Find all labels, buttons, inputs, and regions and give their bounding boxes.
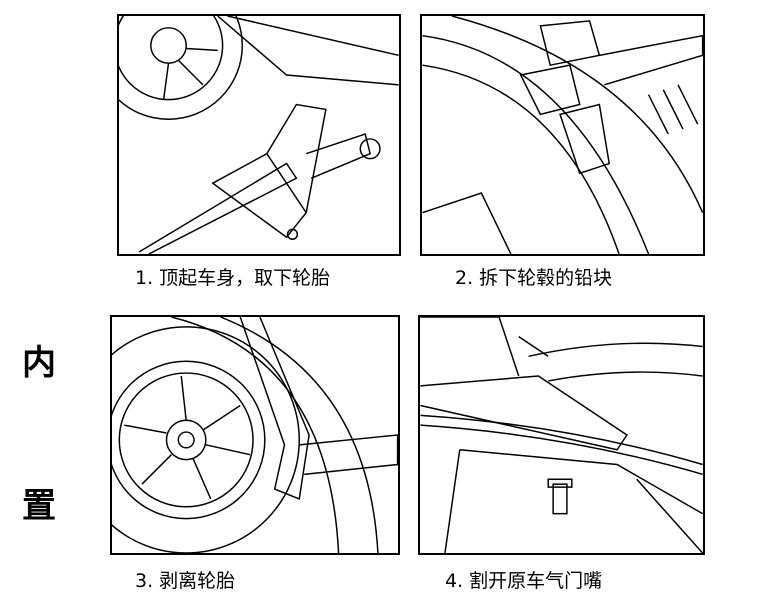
step-3-illustration — [110, 315, 400, 555]
step-2-caption: 2. 拆下轮毂的铅块 — [455, 267, 613, 289]
step-1-caption: 1. 顶起车身，取下轮胎 — [135, 267, 331, 289]
side-label-bottom: 置 — [22, 486, 56, 526]
step-4-caption: 4. 割开原车气门嘴 — [445, 570, 603, 592]
step-3-caption: 3. 剥离轮胎 — [135, 570, 236, 592]
step-1-illustration — [117, 14, 401, 256]
side-label-top: 内 — [22, 343, 56, 383]
step-4-illustration — [418, 315, 705, 555]
step-2-illustration — [420, 14, 705, 256]
